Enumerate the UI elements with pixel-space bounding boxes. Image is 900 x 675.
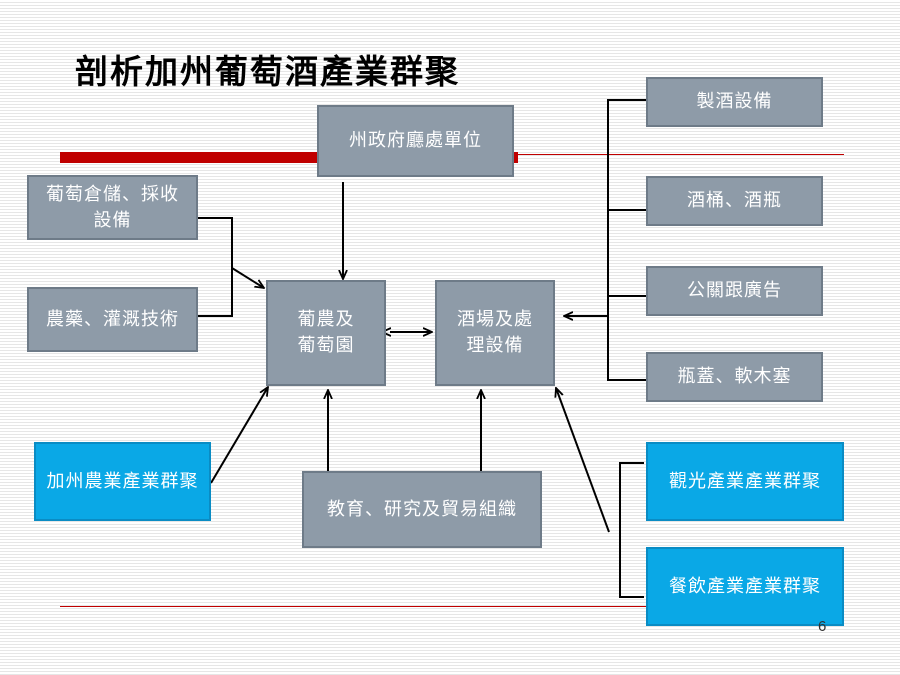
bracket-right-suppliers	[607, 99, 646, 381]
slide-title: 剖析加州葡萄酒產業群聚	[75, 52, 460, 91]
box-food: 餐飲產業產業群聚	[646, 547, 844, 626]
box-winery: 酒場及處理設備	[435, 280, 555, 386]
box-tourism: 觀光產業產業群聚	[646, 442, 844, 521]
footer-red-line	[60, 606, 844, 607]
box-state-gov: 州政府廳處單位	[317, 105, 514, 177]
arrow-tourism-to-winery	[556, 388, 610, 533]
box-pesticide: 農藥、灌溉技術	[27, 287, 198, 352]
bracket-tourism-food	[619, 462, 644, 598]
box-caps-corks: 瓶蓋、軟木塞	[646, 352, 823, 402]
box-pr-ads: 公關跟廣告	[646, 266, 823, 316]
arrow-suppliers-to-grower	[231, 267, 264, 288]
arrow-agcluster-to-grower	[210, 387, 268, 484]
box-education: 教育、研究及貿易組織	[302, 471, 542, 548]
bracket-left-suppliers	[198, 217, 233, 317]
box-grape-storage: 葡萄倉儲、採收設備	[27, 175, 198, 240]
box-ag-cluster: 加州農業產業群聚	[34, 442, 211, 521]
box-wine-equipment: 製酒設備	[646, 77, 823, 127]
page-number: 6	[818, 618, 827, 635]
box-grower: 葡農及葡萄園	[266, 280, 386, 386]
box-barrels: 酒桶、酒瓶	[646, 176, 823, 226]
title-red-line	[514, 154, 844, 155]
title-red-bar	[60, 152, 518, 163]
